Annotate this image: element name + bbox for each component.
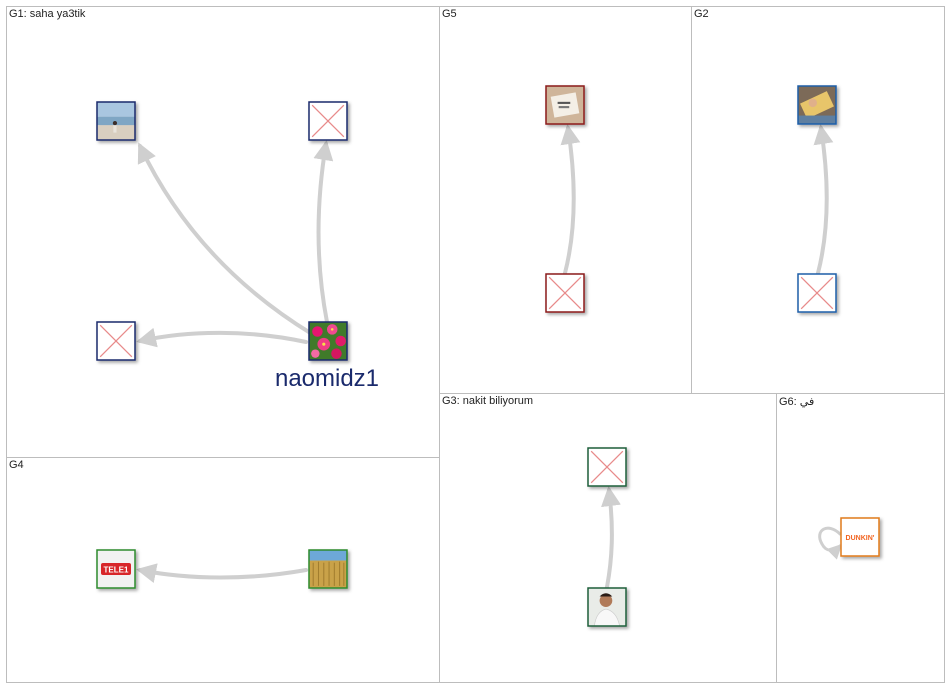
edge-naomidz1-to-beach <box>140 146 312 334</box>
node-paper-note[interactable] <box>546 86 584 124</box>
node-broken-image-left[interactable] <box>97 322 135 360</box>
edges-layer <box>140 128 840 587</box>
edge-g3 <box>607 490 612 587</box>
edge-g6-self-loop <box>820 528 840 550</box>
node-tele1-logo[interactable]: TELE1 <box>97 550 135 588</box>
tele1-logo-text: TELE1 <box>104 566 129 575</box>
node-broken-image-g2[interactable] <box>798 274 836 312</box>
edge-naomidz1-to-broken-left <box>140 333 306 342</box>
node-label-naomidz1: naomidz1 <box>275 365 379 392</box>
edge-g2 <box>818 128 827 273</box>
edge-g5 <box>565 128 574 273</box>
dunkin-logo-text: DUNKIN' <box>846 535 875 542</box>
edge-naomidz1-to-broken-top <box>319 144 327 322</box>
node-naomidz1[interactable] <box>309 322 347 360</box>
node-beach[interactable] <box>97 102 135 140</box>
edge-g4 <box>140 570 306 578</box>
node-wheat-field[interactable] <box>309 550 347 588</box>
node-broken-image-top[interactable] <box>309 102 347 140</box>
node-broken-image-g3[interactable] <box>588 448 626 486</box>
node-man-photo[interactable] <box>588 588 626 626</box>
node-person-photo[interactable] <box>798 86 836 124</box>
node-dunkin-logo[interactable]: DUNKIN' <box>841 518 879 556</box>
node-broken-image-g5[interactable] <box>546 274 584 312</box>
